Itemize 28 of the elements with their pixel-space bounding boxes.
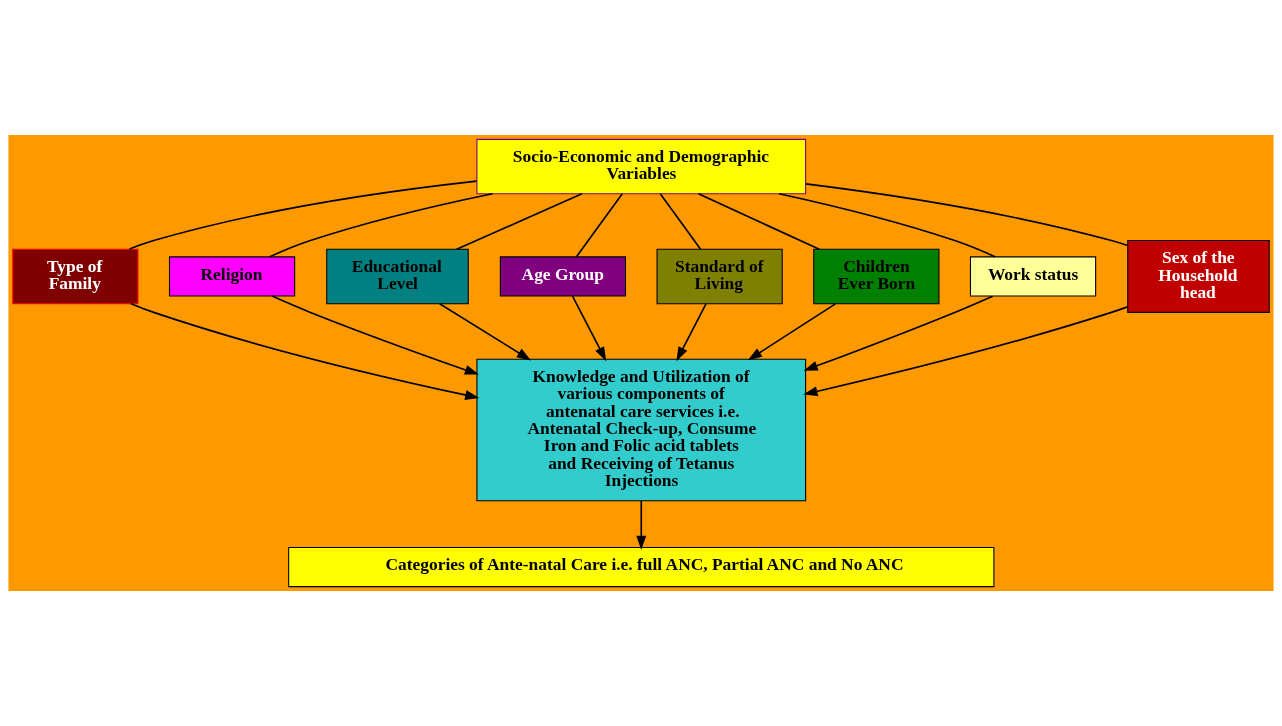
node-box: Categories of Ante-natal Care i.e. full ANC, Partial ANC and No ANC (288, 546, 995, 588)
connector (268, 192, 494, 258)
node-box: Sex of the Household head (1127, 240, 1270, 313)
node-box: Religion (168, 256, 296, 297)
connector (778, 192, 996, 258)
arrow (636, 500, 647, 550)
node-box: Children Ever Born (813, 248, 940, 305)
node-box: Work status (969, 256, 1097, 297)
arrow (438, 302, 531, 361)
arrow (571, 295, 607, 362)
connector (575, 193, 623, 258)
connector (659, 193, 702, 250)
node-box: Standard of Living (656, 248, 783, 305)
connector (805, 183, 1129, 247)
arrow (803, 295, 994, 371)
arrow (803, 306, 1129, 397)
connector (128, 180, 478, 250)
node-box: Age Group (499, 256, 627, 297)
arrow (676, 303, 707, 362)
node-box: Type of Family (12, 248, 139, 305)
node-box: Knowledge and Utilization of various components of antenatal care services i.e. Antenatal Check-up, Consume Iron and Folic acid tablets and Receiving of Tetanus Injections (476, 358, 807, 502)
arrow (747, 303, 837, 361)
arrow (271, 295, 479, 375)
node-box: Socio-Economic and Demographic Variables (476, 138, 807, 195)
connector (455, 193, 583, 251)
arrow (130, 302, 480, 400)
node-box: Educational Level (326, 248, 469, 305)
connector (697, 193, 821, 251)
